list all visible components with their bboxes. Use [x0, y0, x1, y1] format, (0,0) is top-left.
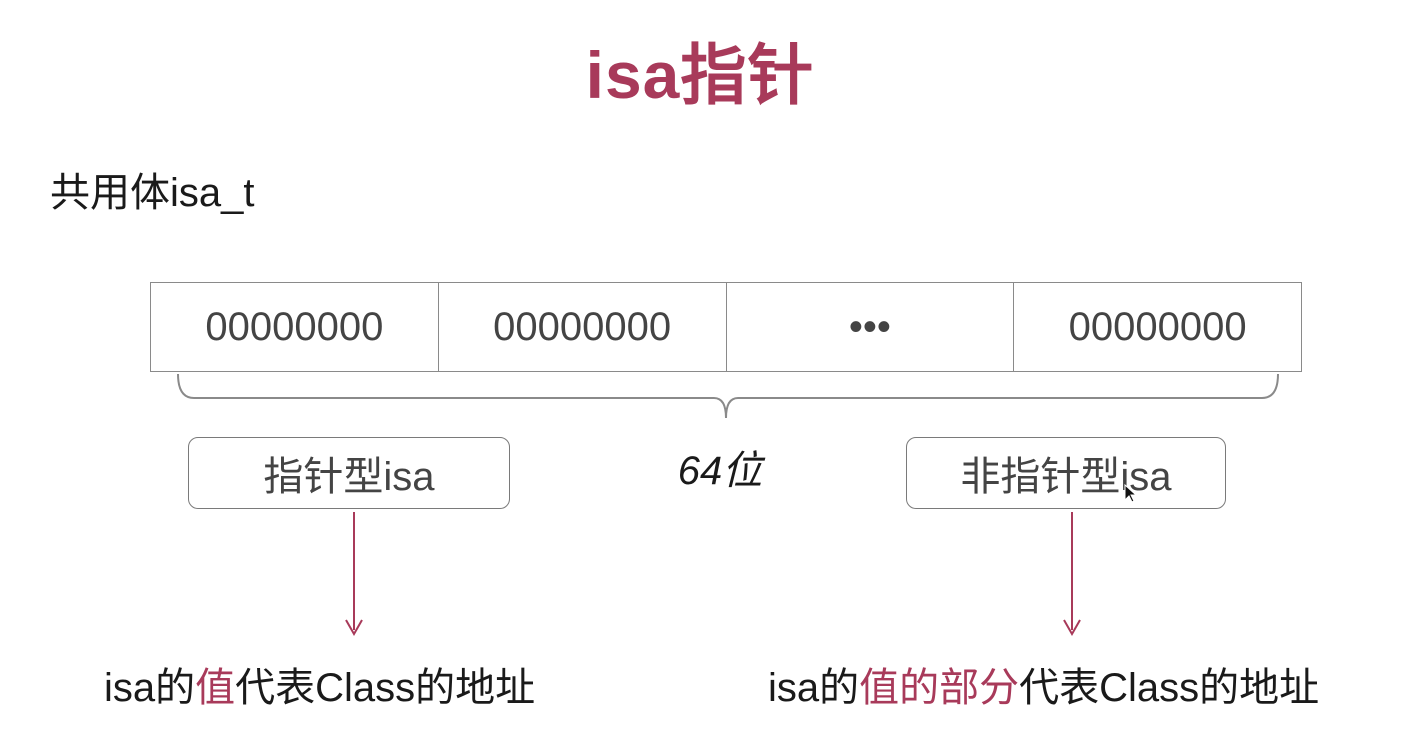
bit-cell-byte-1: 00000000 [151, 283, 439, 371]
pointer-isa-description: isa的值代表Class的地址 [104, 655, 535, 713]
pointer-isa-arrow [345, 512, 363, 637]
desc-left-pre: isa的 [104, 666, 196, 710]
desc-right-post: 代表Class的地址 [1019, 666, 1320, 710]
desc-right-pre: isa的 [768, 666, 860, 710]
bit-count-label: 64位 [677, 449, 763, 493]
bit-cell-byte-last: 00000000 [1068, 304, 1247, 349]
non-pointer-isa-arrow [1063, 512, 1081, 637]
bit-cell-byte-2: 00000000 [439, 283, 727, 371]
mouse-cursor-icon [1124, 484, 1138, 503]
union-name-label: 共用体isa_t [50, 171, 255, 215]
non-pointer-isa-description: isa的值的部分代表Class的地址 [768, 655, 1319, 713]
page-title: isa指针 [585, 38, 815, 112]
desc-right-highlight: 值的部分 [859, 666, 1020, 710]
bit-cell-ellipsis: ••• [727, 283, 1015, 371]
bit-field-row: 00000000 00000000 ••• 00000000 [150, 282, 1302, 372]
non-pointer-isa-box: 非指针型isa [906, 437, 1226, 509]
pointer-isa-box: 指针型isa [188, 437, 510, 509]
desc-left-post: 代表Class的地址 [235, 666, 536, 710]
desc-left-highlight: 值 [195, 666, 236, 710]
